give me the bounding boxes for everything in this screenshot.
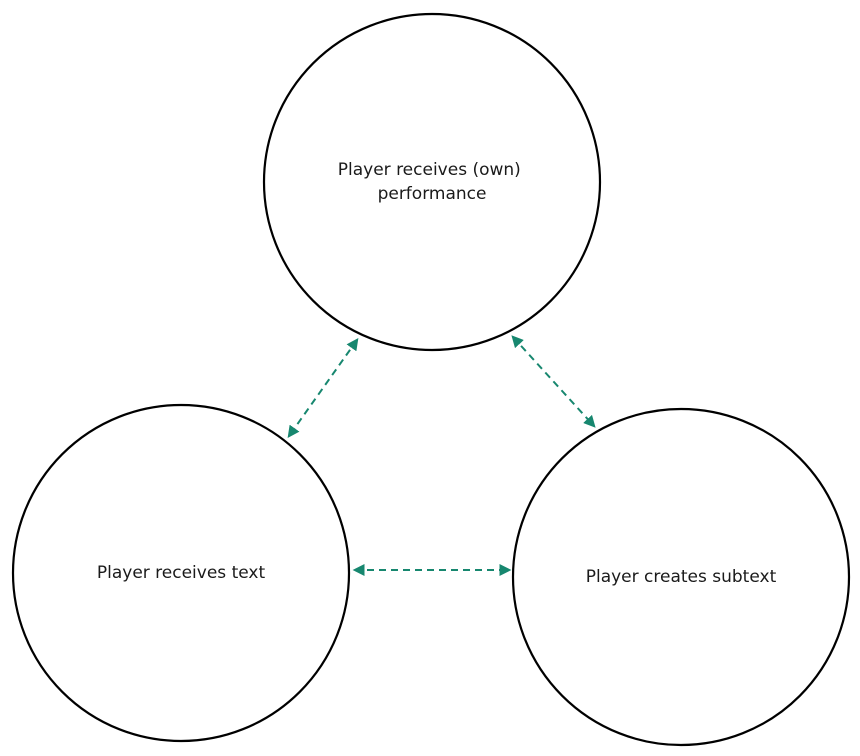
node-label-left: Player receives text <box>97 563 266 583</box>
node-circle-top <box>262 12 602 352</box>
node-label-right: Player creates subtext <box>586 567 777 587</box>
node-label-top-line2: performance <box>378 184 487 204</box>
node-label-top-line1: Player receives (own) <box>338 160 521 180</box>
node-label-top: Player receives (own) performance <box>338 160 526 204</box>
node-player-receives-performance: Player receives (own) performance <box>262 12 602 352</box>
node-player-creates-subtext: Player creates subtext <box>511 407 851 747</box>
connector-top-right <box>511 335 596 428</box>
node-circle-right <box>511 407 851 747</box>
connector-top-left <box>287 338 359 438</box>
node-circle-left <box>11 403 351 743</box>
node-player-receives-text: Player receives text <box>11 403 351 743</box>
